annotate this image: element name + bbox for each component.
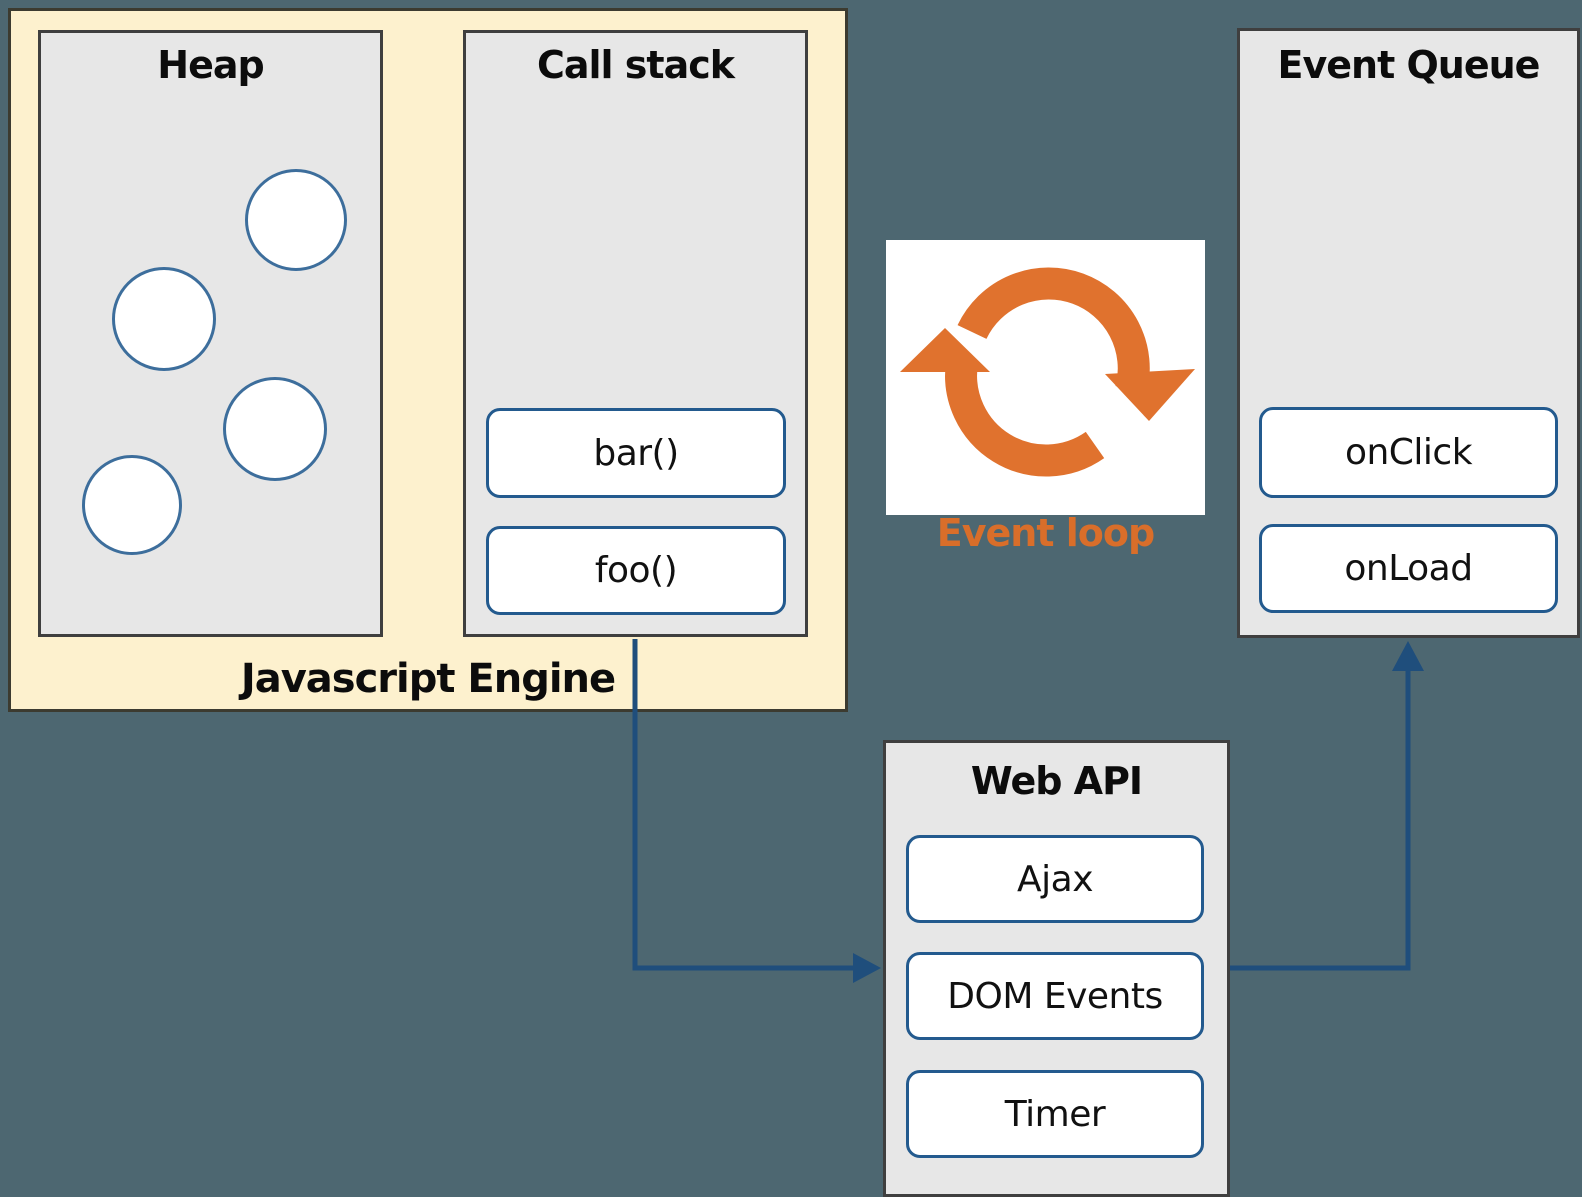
cycle-lower-arc [945, 360, 1105, 477]
javascript-engine-label: Javascript Engine [240, 656, 616, 702]
cycle-arrows-icon [900, 267, 1195, 477]
queued-event-onload: onLoad [1259, 524, 1558, 613]
web-api-timer: Timer [906, 1070, 1204, 1158]
heap-panel: Heap [38, 30, 383, 637]
stack-frame-foo: foo() [486, 526, 786, 615]
web-api-title: Web API [970, 759, 1143, 803]
web-api-dom-events: DOM Events [906, 952, 1204, 1040]
arrowhead-into-eventqueue [1392, 641, 1424, 671]
stack-frame-bar: bar() [486, 408, 786, 498]
queued-event-onclick: onClick [1259, 407, 1558, 498]
javascript-engine-box: Heap Call stack bar() foo() Javascript E… [8, 8, 848, 712]
event-queue-title: Event Queue [1277, 43, 1541, 87]
heap-object-circle [245, 169, 347, 271]
cycle-upper-arc [957, 267, 1150, 395]
connector-webapi-to-eventqueue [1230, 670, 1411, 971]
arrowhead-into-webapi [853, 953, 881, 983]
heap-object-circle [82, 455, 182, 555]
event-queue-panel: Event Queue onClick onLoad [1237, 28, 1580, 638]
cycle-up-arrowhead [900, 328, 990, 372]
event-loop-label: Event loop [936, 511, 1155, 555]
cycle-down-arrowhead [1105, 369, 1195, 421]
call-stack-panel: Call stack bar() foo() [463, 30, 808, 637]
web-api-ajax: Ajax [906, 835, 1204, 923]
heap-title: Heap [157, 43, 264, 87]
heap-object-circle [112, 267, 216, 371]
event-loop-tile [886, 240, 1205, 515]
call-stack-title: Call stack [536, 43, 735, 87]
heap-object-circle [223, 377, 327, 481]
web-api-panel: Web API Ajax DOM Events Timer [883, 740, 1230, 1197]
